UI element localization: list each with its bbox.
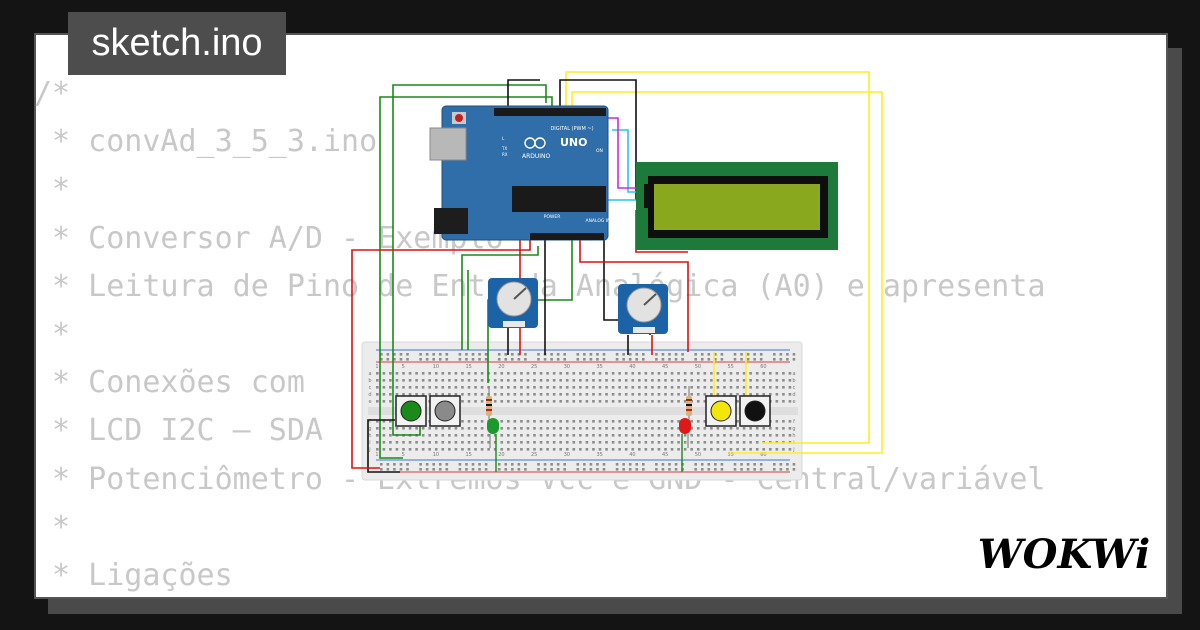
potentiometer-left[interactable] (488, 278, 538, 328)
code-line: * (34, 317, 71, 353)
led-green[interactable] (487, 418, 499, 472)
breadboard-row-letter: j (792, 447, 794, 453)
breadboard-column-number: 55 (728, 364, 734, 370)
code-line: * (34, 509, 71, 545)
led-red[interactable] (679, 418, 691, 472)
breadboard-column-number: 45 (662, 452, 668, 458)
power-jack (434, 208, 468, 234)
breadboard-column-number: 35 (597, 452, 603, 458)
breadboard-column-number: 50 (695, 452, 701, 458)
wire-yellow-button-yellow (571, 91, 883, 454)
arduino-uno[interactable]: DIGITAL (PWM ~) UNO ARDUINO ANALOG IN PO… (429, 105, 611, 241)
code-preview: /* * convAd_3_5_3.ino * * Conversor A/D … (34, 70, 1045, 600)
svg-text:RX: RX (502, 152, 508, 157)
breadboard-row-letter: b (792, 378, 795, 384)
wire-black-gnd-left (367, 419, 400, 473)
svg-text:ARDUINO: ARDUINO (522, 153, 551, 160)
breadboard-column-number: 35 (597, 364, 603, 370)
breadboard-row-letter: f (369, 419, 371, 425)
breadboard-row-letter: c (793, 385, 796, 391)
reset-button (455, 114, 463, 122)
breadboard-row-letter: d (792, 392, 795, 398)
pushbutton-black[interactable] (739, 395, 771, 427)
breadboard-row-letter: i (369, 440, 370, 446)
breadboard-row-letter: a (792, 371, 795, 377)
wire-black-lcd-gnd (559, 79, 637, 200)
breadboard-column-number: 10 (433, 452, 439, 458)
breadboard-column-number: 30 (564, 452, 570, 458)
file-title: sketch.ino (68, 12, 286, 75)
wire-black-top (507, 79, 540, 108)
breadboard-column-number: 15 (466, 364, 472, 370)
breadboard-column-number: 45 (662, 364, 668, 370)
wire-red-vcc (351, 240, 531, 469)
breadboard-row-letter: b (368, 378, 371, 384)
breadboard-row-letter: e (792, 399, 795, 405)
pushbutton-yellow[interactable] (705, 395, 737, 427)
breadboard-column-number: 40 (629, 452, 635, 458)
svg-text:TX: TX (501, 146, 507, 151)
wire-yellow-button-black (565, 71, 870, 444)
code-line: * Conexões com (34, 365, 305, 401)
svg-text:POWER: POWER (544, 214, 561, 220)
breadboard-row-letter: e (368, 399, 371, 405)
breadboard-row-letter: c (369, 385, 372, 391)
breadboard-row-letter: h (792, 433, 795, 439)
breadboard-column-number: 30 (564, 364, 570, 370)
breadboard-row-letter: a (368, 371, 371, 377)
breadboard-column-number: 1 (375, 452, 378, 458)
digital-header (494, 108, 606, 116)
breadboard-column-numbers: 1155101015152020252530303535404045455050… (375, 364, 766, 458)
breadboard[interactable]: 1155101015152020252530303535404045455050… (361, 341, 803, 481)
breadboard-row-letter: f (793, 419, 795, 425)
svg-text:WOKWi: WOKWi (978, 531, 1151, 578)
svg-text:L: L (502, 136, 505, 141)
breadboard-column-number: 55 (728, 452, 734, 458)
resistor-left[interactable] (486, 386, 492, 425)
breadboard-row-letter: d (368, 392, 371, 398)
atmega-chip (512, 186, 606, 212)
breadboard-column-number: 15 (466, 452, 472, 458)
breadboard-column-number: 1 (375, 364, 378, 370)
code-line: * convAd_3_5_3.ino (34, 124, 378, 160)
breadboard-column-number: 25 (531, 452, 537, 458)
svg-text:ON: ON (596, 148, 603, 154)
wire-green-button1 (392, 84, 547, 436)
svg-text:DIGITAL (PWM ~): DIGITAL (PWM ~) (550, 126, 593, 132)
code-line: * (34, 172, 71, 208)
code-line: * LCD I2C – SDA (34, 413, 323, 449)
usb-port (429, 127, 467, 161)
breadboard-column-number: 5 (402, 452, 405, 458)
wire-green-gnd-rail (379, 96, 553, 459)
wire-red-right (579, 240, 689, 352)
breadboard-column-number: 5 (402, 364, 405, 370)
breadboard-column-number: 50 (695, 364, 701, 370)
breadboard-column-number: 40 (629, 364, 635, 370)
breadboard-column-number: 60 (760, 452, 766, 458)
breadboard-row-letter: g (368, 426, 371, 432)
code-line: /* (34, 76, 71, 111)
breadboard-row-letter: h (368, 433, 371, 439)
pushbutton-green[interactable] (395, 395, 427, 427)
potentiometer-right[interactable] (618, 284, 668, 334)
wire-green-pot (461, 246, 539, 350)
svg-text:ANALOG IN: ANALOG IN (585, 218, 610, 224)
code-line: * Ligações (34, 558, 233, 594)
breadboard-column-number: 20 (498, 364, 504, 370)
breadboard-row-letter: g (792, 426, 795, 432)
lcd-display[interactable] (636, 162, 838, 250)
pushbutton-gray[interactable] (429, 395, 461, 427)
wokwi-logo: WOKWi (978, 531, 1151, 578)
breadboard-column-number: 10 (433, 364, 439, 370)
breadboard-column-number: 60 (760, 364, 766, 370)
breadboard-column-number: 25 (531, 364, 537, 370)
svg-text:UNO: UNO (560, 136, 588, 149)
resistor-right[interactable] (686, 386, 692, 425)
breadboard-column-number: 20 (498, 452, 504, 458)
power-analog-header (530, 233, 604, 240)
breadboard-row-letter: j (368, 447, 370, 453)
